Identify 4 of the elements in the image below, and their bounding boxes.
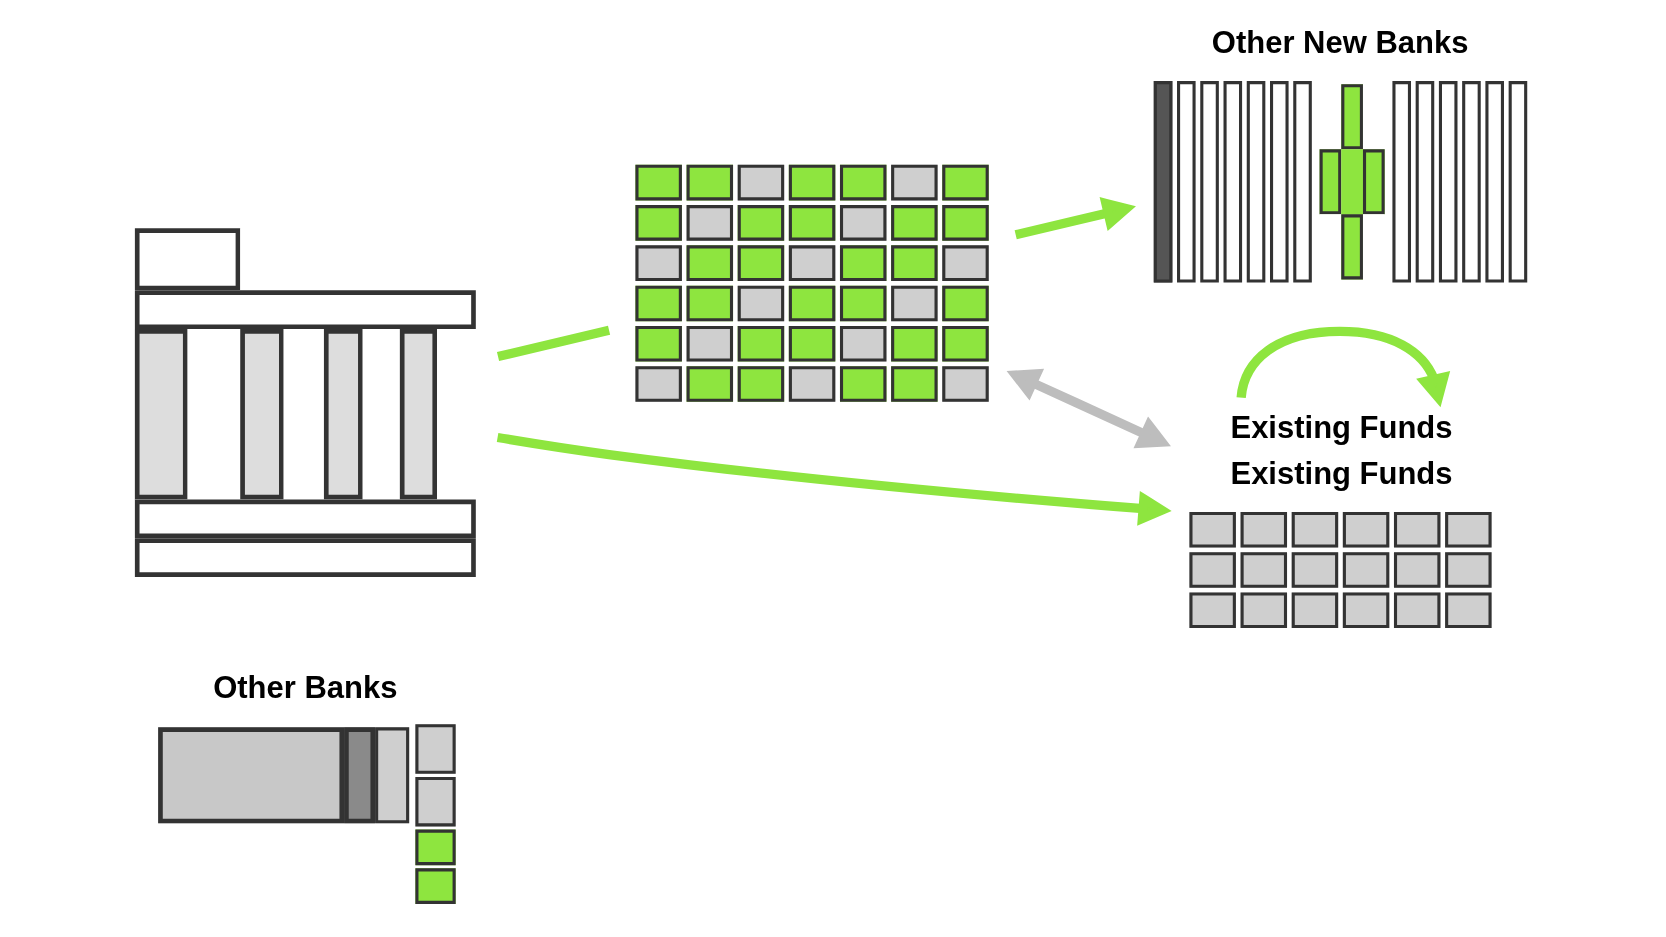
node-label: Existing Funds bbox=[1230, 456, 1453, 491]
node-label: Other New Banks bbox=[1211, 25, 1469, 61]
node-label: Existing Funds bbox=[1230, 409, 1453, 445]
node-label: Other Banks bbox=[213, 669, 398, 705]
